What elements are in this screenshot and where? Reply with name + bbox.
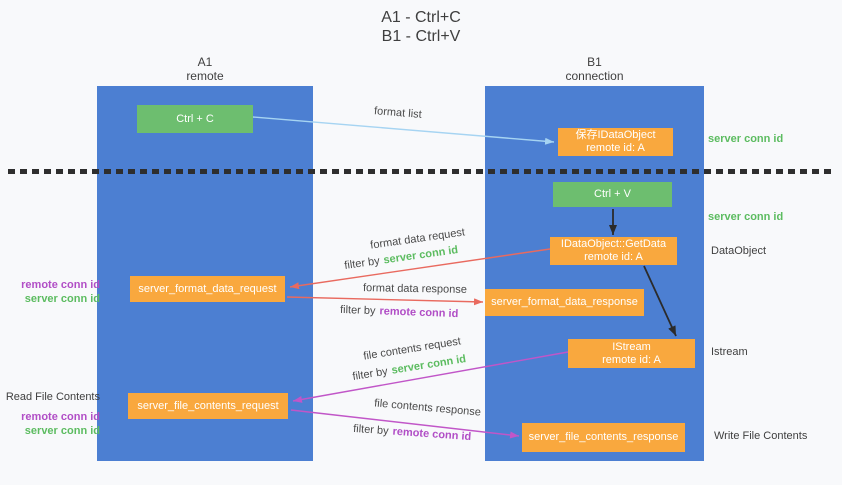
- ctrl-v-box: Ctrl + V: [553, 182, 672, 207]
- session-divider-dotted-line: [8, 169, 835, 174]
- server-file-contents-request-box: server_file_contents_request: [128, 393, 288, 419]
- format-data-response-arrow: [286, 296, 484, 306]
- istream-line2: remote id: A: [602, 353, 661, 366]
- file-contents-response-label: file contents response: [373, 397, 482, 419]
- lane-b1-role: connection: [565, 69, 624, 83]
- lane-header-a1: A1 remote: [97, 55, 313, 83]
- lane-b1-name: B1: [587, 55, 602, 69]
- title-line-1: A1 - Ctrl+C: [381, 9, 461, 26]
- getdata-line1: IDataObject::GetData: [560, 238, 667, 250]
- lane-a1-role: remote: [186, 69, 224, 83]
- format-list-label: format list: [373, 105, 423, 121]
- dataobject-annotation: DataObject: [711, 245, 767, 257]
- ctrl-c-box: Ctrl + C: [137, 105, 253, 133]
- server-conn-id-annotation-top: server conn id: [708, 133, 784, 145]
- server-conn-id-annotation: server conn id: [24, 425, 100, 437]
- file-conn-id-annotations: remote conn id server conn id: [0, 410, 100, 438]
- remote-conn-id-text: remote conn id: [379, 305, 459, 321]
- server-file-contents-response-label: server_file_contents_response: [528, 431, 679, 443]
- remote-conn-id-annotation: remote conn id: [21, 411, 100, 423]
- save-idataobject-line1: 保存IDataObject: [575, 129, 656, 141]
- remote-conn-id-annotation: remote conn id: [21, 279, 100, 291]
- server-file-contents-request-label: server_file_contents_request: [137, 399, 279, 412]
- remote-conn-id-text: remote conn id: [392, 425, 472, 444]
- server-file-contents-response-box: server_file_contents_response: [522, 423, 685, 452]
- lane-a1-name: A1: [197, 55, 213, 69]
- getdata-line2: remote id: A: [584, 251, 643, 263]
- server-format-data-request-box: server_format_data_request: [130, 276, 285, 302]
- istream-annotation: Istream: [711, 346, 748, 358]
- ctrl-v-label: Ctrl + V: [594, 188, 631, 200]
- save-idataobject-line2: remote id: A: [586, 142, 645, 154]
- server-format-data-response-label: server_format_data_response: [491, 296, 638, 308]
- server-format-data-response-box: server_format_data_response: [485, 289, 644, 316]
- idataobject-getdata-box: IDataObject::GetData remote id: A: [550, 237, 677, 265]
- istream-box: IStream remote id: A: [568, 339, 695, 368]
- istream-line1: IStream: [612, 340, 651, 353]
- filter-by-text: filter by: [351, 365, 389, 383]
- filter-by-text: filter by: [352, 422, 389, 438]
- title-line-2: B1 - Ctrl+V: [381, 28, 461, 45]
- lane-header-b1: B1 connection: [485, 55, 704, 83]
- write-file-contents-annotation: Write File Contents: [714, 430, 808, 442]
- read-file-contents-annotation: Read File Contents: [5, 391, 100, 403]
- format-conn-id-annotations: remote conn id server conn id: [0, 278, 100, 306]
- server-conn-id-annotation-mid: server conn id: [708, 211, 784, 223]
- ctrl-c-label: Ctrl + C: [176, 112, 214, 125]
- filter-by-text: filter by: [339, 303, 376, 318]
- server-format-data-request-label: server_format_data_request: [138, 282, 277, 295]
- save-idataobject-box: 保存IDataObject remote id: A: [558, 128, 673, 156]
- server-conn-id-annotation: server conn id: [24, 293, 100, 305]
- filter-by-text: filter by: [343, 255, 381, 272]
- format-data-response-label: format data response: [362, 282, 468, 296]
- diagram-title: A1 - Ctrl+C B1 - Ctrl+V: [0, 8, 842, 46]
